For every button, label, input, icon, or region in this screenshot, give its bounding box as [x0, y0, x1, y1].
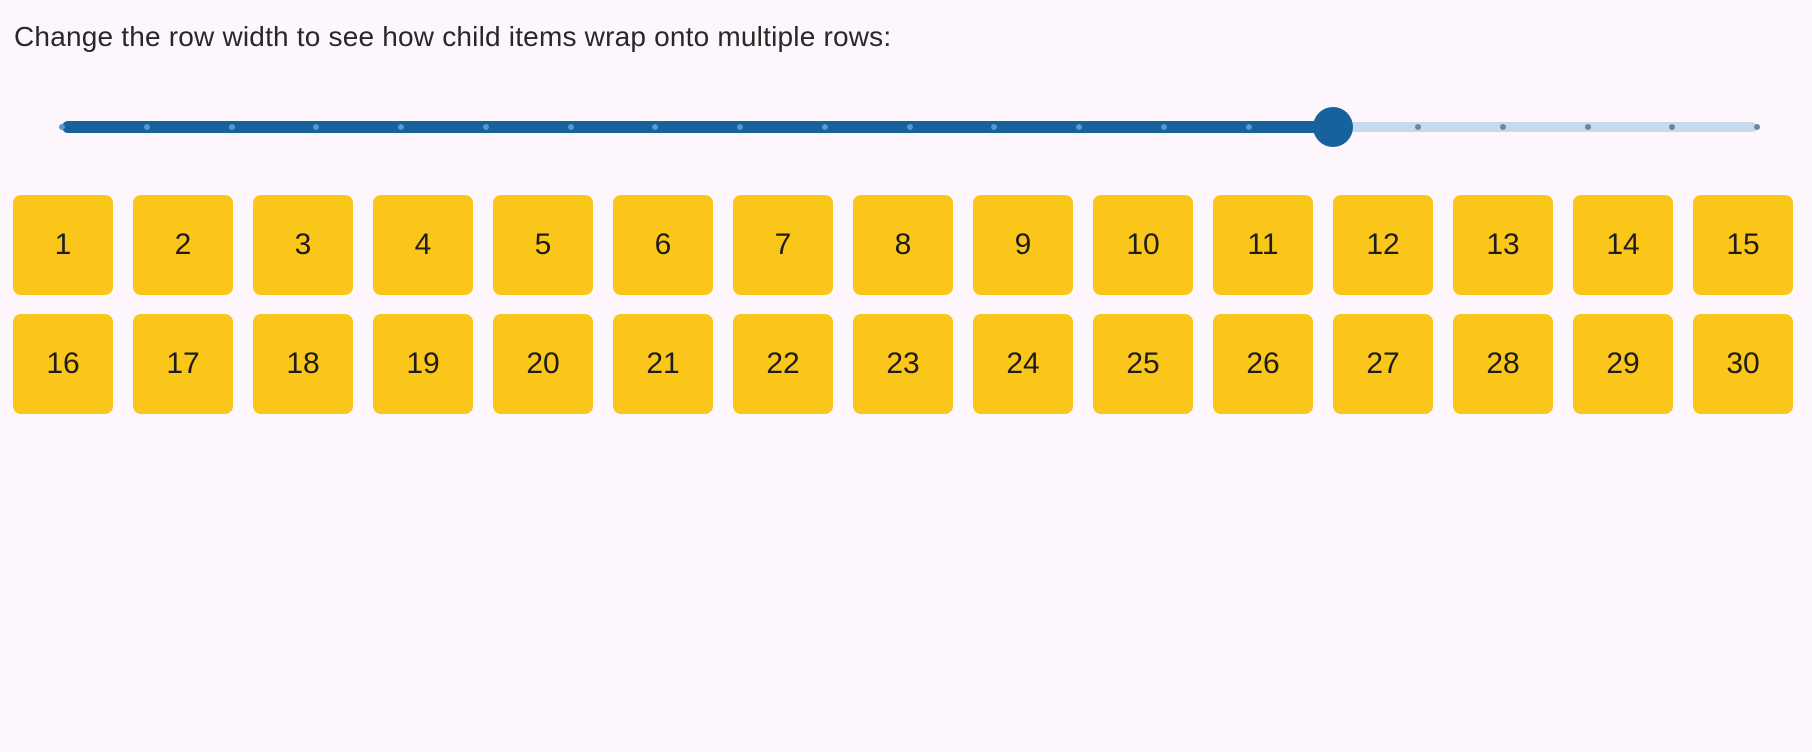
grid-item: 7 [733, 195, 833, 295]
grid-item: 28 [1453, 314, 1553, 414]
grid-item: 11 [1213, 195, 1313, 295]
grid-item: 3 [253, 195, 353, 295]
grid-item: 21 [613, 314, 713, 414]
grid-item: 4 [373, 195, 473, 295]
grid-item: 27 [1333, 314, 1433, 414]
grid-item: 30 [1693, 314, 1793, 414]
grid-item: 19 [373, 314, 473, 414]
grid-item: 5 [493, 195, 593, 295]
grid-item: 18 [253, 314, 353, 414]
grid-item: 24 [973, 314, 1073, 414]
grid-item: 2 [133, 195, 233, 295]
grid-item: 13 [1453, 195, 1553, 295]
grid-item: 15 [1693, 195, 1793, 295]
grid-item: 1 [13, 195, 113, 295]
grid-item: 6 [613, 195, 713, 295]
grid-item: 17 [133, 314, 233, 414]
grid-item: 12 [1333, 195, 1433, 295]
page-title: Change the row width to see how child it… [14, 21, 892, 52]
grid-item: 26 [1213, 314, 1313, 414]
grid-item: 16 [13, 314, 113, 414]
grid-item: 23 [853, 314, 953, 414]
grid-item: 29 [1573, 314, 1673, 414]
grid-item: 20 [493, 314, 593, 414]
grid-item: 22 [733, 314, 833, 414]
row-width-slider[interactable] [59, 107, 1760, 147]
slider-thumb[interactable] [1313, 107, 1354, 147]
slider-fill[interactable] [62, 121, 1334, 133]
grid-item: 9 [973, 195, 1073, 295]
grid-item: 14 [1573, 195, 1673, 295]
grid-item: 25 [1093, 314, 1193, 414]
grid-item: 10 [1093, 195, 1193, 295]
grid-item: 8 [853, 195, 953, 295]
